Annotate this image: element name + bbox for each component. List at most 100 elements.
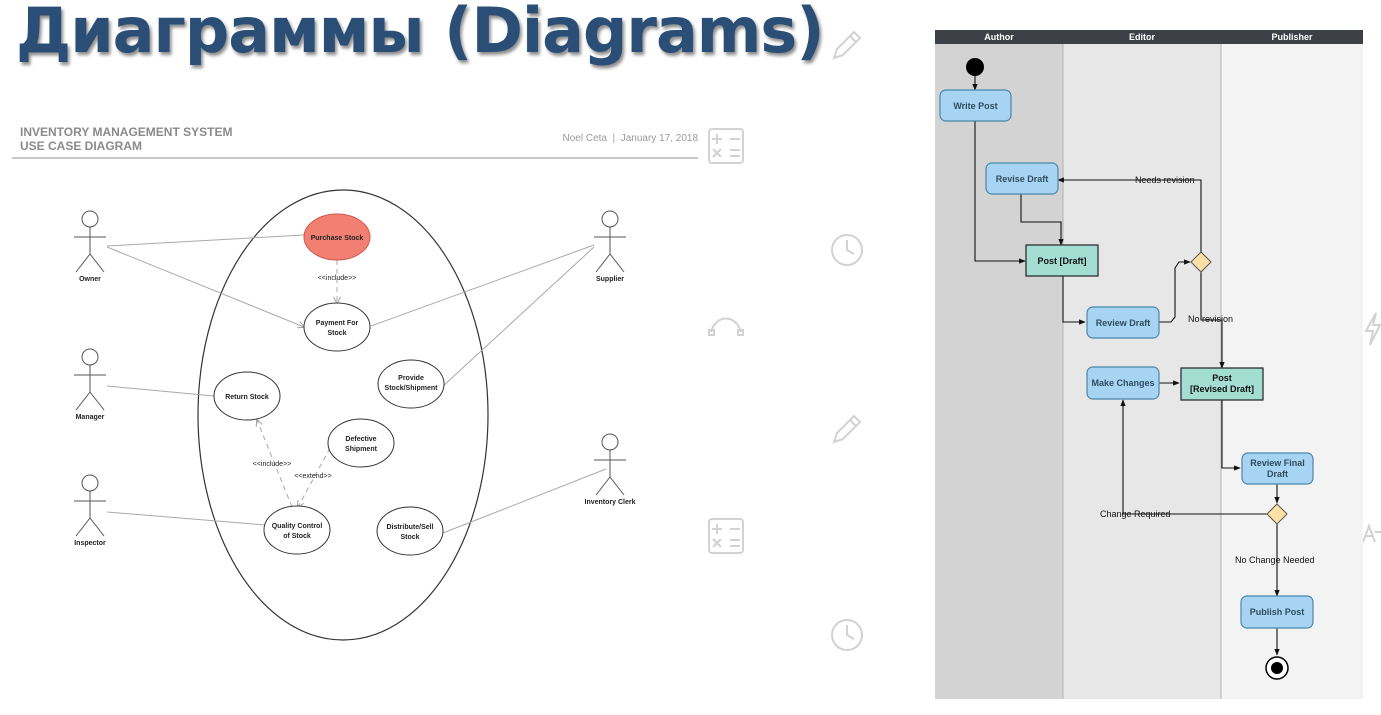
action-make-changes-label: Make Changes — [1091, 378, 1154, 388]
use-case-provide-label-2: Stock/Shipment — [385, 385, 439, 392]
use-case-distribute-sell[interactable]: Distribute/Sell Stock — [376, 506, 444, 556]
action-make-changes[interactable]: Make Changes — [1086, 366, 1160, 400]
decision-final[interactable] — [1266, 503, 1288, 525]
association-supplier-provide — [441, 246, 595, 388]
edge-revise-postdraft — [1020, 194, 1064, 246]
edge-needs-revision — [1057, 177, 1202, 252]
lane-header — [935, 30, 1363, 44]
action-revise-draft-label: Revise Draft — [996, 174, 1049, 184]
use-case-diagram: <<include>> <<include>> <<extend>> Purch… — [74, 189, 636, 641]
action-publish-post-label: Publish Post — [1250, 607, 1305, 617]
lightning-icon — [1364, 312, 1381, 346]
action-review-draft-label: Review Draft — [1096, 318, 1151, 328]
actor-manager[interactable] — [74, 348, 106, 411]
actor-supplier-label: Supplier — [596, 276, 624, 283]
edge-change-required — [1120, 399, 1268, 515]
action-revise-draft[interactable]: Revise Draft — [985, 162, 1059, 195]
use-case-purchase-label: Purchase Stock — [311, 235, 364, 242]
use-case-quality-label-2: of Stock — [283, 533, 311, 540]
use-case-return-label: Return Stock — [225, 394, 269, 401]
edge-label-needs-revision: Needs revision — [1135, 175, 1195, 185]
actor-owner-label: Owner — [79, 276, 101, 283]
lane-publisher — [1221, 30, 1363, 699]
association-manager-return — [106, 385, 215, 397]
use-case-quality-label-1: Quality Control — [272, 523, 323, 530]
association-clerk-distribute — [442, 468, 607, 534]
object-post-revised-label-1: Post — [1212, 373, 1232, 383]
include-label-return: <<include>> — [253, 461, 292, 468]
lane-author — [935, 30, 1063, 699]
plus-minus-times-equals-icon — [708, 518, 744, 554]
edge-write-postdraft — [974, 121, 1026, 264]
use-case-title-line2: USE CASE DIAGRAM — [20, 139, 143, 153]
text-size-icon — [1362, 523, 1381, 543]
object-post-revised-label-2: [Revised Draft] — [1190, 384, 1254, 394]
lane-author-label: Author — [984, 32, 1014, 42]
edge-postrevised-final — [1221, 400, 1241, 471]
final-node — [1265, 656, 1289, 680]
include-label-purchase: <<include>> — [318, 275, 357, 282]
action-write-post-label: Write Post — [953, 101, 997, 111]
use-case-distribute-label-2: Stock — [400, 534, 419, 541]
clock-icon — [831, 234, 863, 266]
actor-inspector[interactable] — [74, 474, 106, 537]
use-case-diagram-title: INVENTORY MANAGEMENT SYSTEM USE CASE DIA… — [20, 125, 232, 153]
use-case-author: Noel Ceta — [562, 133, 607, 144]
edge-postdraft-review — [1062, 276, 1086, 325]
actor-inspector-label: Inspector — [74, 540, 106, 547]
object-post-revised-draft[interactable]: Post [Revised Draft] — [1180, 367, 1264, 401]
association-supplier-payment — [370, 244, 595, 327]
meta-separator: | — [612, 133, 616, 144]
include-quality-return — [257, 420, 293, 508]
plus-minus-times-equals-icon — [708, 128, 744, 164]
use-case-payment-for-stock[interactable]: Payment For Stock — [303, 302, 371, 352]
use-case-distribute-label-1: Distribute/Sell — [386, 524, 433, 531]
edge-label-no-revision: No revision — [1188, 314, 1233, 324]
actor-inventory-clerk[interactable] — [594, 433, 626, 496]
object-post-draft[interactable]: Post [Draft] — [1025, 244, 1099, 277]
slide-title: Диаграммы (Diagrams) — [16, 0, 825, 67]
use-case-defective-shipment[interactable]: Defective Shipment — [327, 418, 395, 468]
title-divider — [12, 157, 698, 159]
action-publish-post[interactable]: Publish Post — [1240, 595, 1314, 629]
use-case-provide-stock[interactable]: Provide Stock/Shipment — [377, 359, 445, 409]
use-case-date: January 17, 2018 — [620, 133, 698, 144]
use-case-quality-control[interactable]: Quality Control of Stock — [263, 505, 331, 555]
activity-diagram: Author Editor Publisher Needs revision N… — [935, 30, 1363, 699]
action-review-final-label-1: Review Final — [1250, 458, 1305, 468]
actor-owner[interactable] — [74, 210, 106, 273]
system-boundary — [197, 189, 489, 641]
use-case-meta: Noel Ceta | January 17, 2018 — [480, 133, 698, 144]
use-case-return-stock[interactable]: Return Stock — [213, 371, 281, 421]
lane-editor-label: Editor — [1129, 32, 1155, 42]
edge-label-no-change: No Change Needed — [1235, 555, 1315, 565]
extend-defective-quality — [298, 447, 331, 507]
use-case-payment-label-1: Payment For — [316, 320, 359, 327]
action-review-final-label-2: Draft — [1267, 469, 1288, 479]
action-write-post[interactable]: Write Post — [939, 89, 1012, 122]
edge-no-revision — [1200, 272, 1225, 369]
association-owner-payment — [106, 246, 304, 327]
use-case-defective-label-1: Defective — [345, 436, 376, 443]
association-owner-purchase — [106, 234, 305, 247]
actor-clerk-label: Inventory Clerk — [585, 499, 636, 506]
use-case-purchase-stock[interactable]: Purchase Stock — [303, 213, 371, 261]
association-inspector-quality — [106, 511, 266, 526]
pencil-icon — [832, 30, 862, 60]
edge-review-decision — [1159, 259, 1191, 323]
action-review-final-draft[interactable]: Review Final Draft — [1241, 452, 1314, 485]
extend-label: <<extend>> — [294, 473, 331, 480]
object-post-draft-label: Post [Draft] — [1038, 256, 1087, 266]
pencil-icon — [832, 414, 862, 444]
actor-manager-label: Manager — [76, 414, 105, 421]
action-review-draft[interactable]: Review Draft — [1086, 306, 1160, 339]
use-case-defective-label-2: Shipment — [345, 446, 378, 453]
lane-publisher-label: Publisher — [1271, 32, 1313, 42]
decision-review[interactable] — [1190, 251, 1212, 273]
initial-node — [966, 58, 984, 76]
use-case-title-line1: INVENTORY MANAGEMENT SYSTEM — [20, 125, 233, 139]
bezier-curve-icon — [708, 317, 744, 336]
actor-supplier[interactable] — [594, 210, 626, 273]
use-case-provide-label-1: Provide — [398, 375, 424, 382]
lane-editor — [1063, 30, 1221, 699]
